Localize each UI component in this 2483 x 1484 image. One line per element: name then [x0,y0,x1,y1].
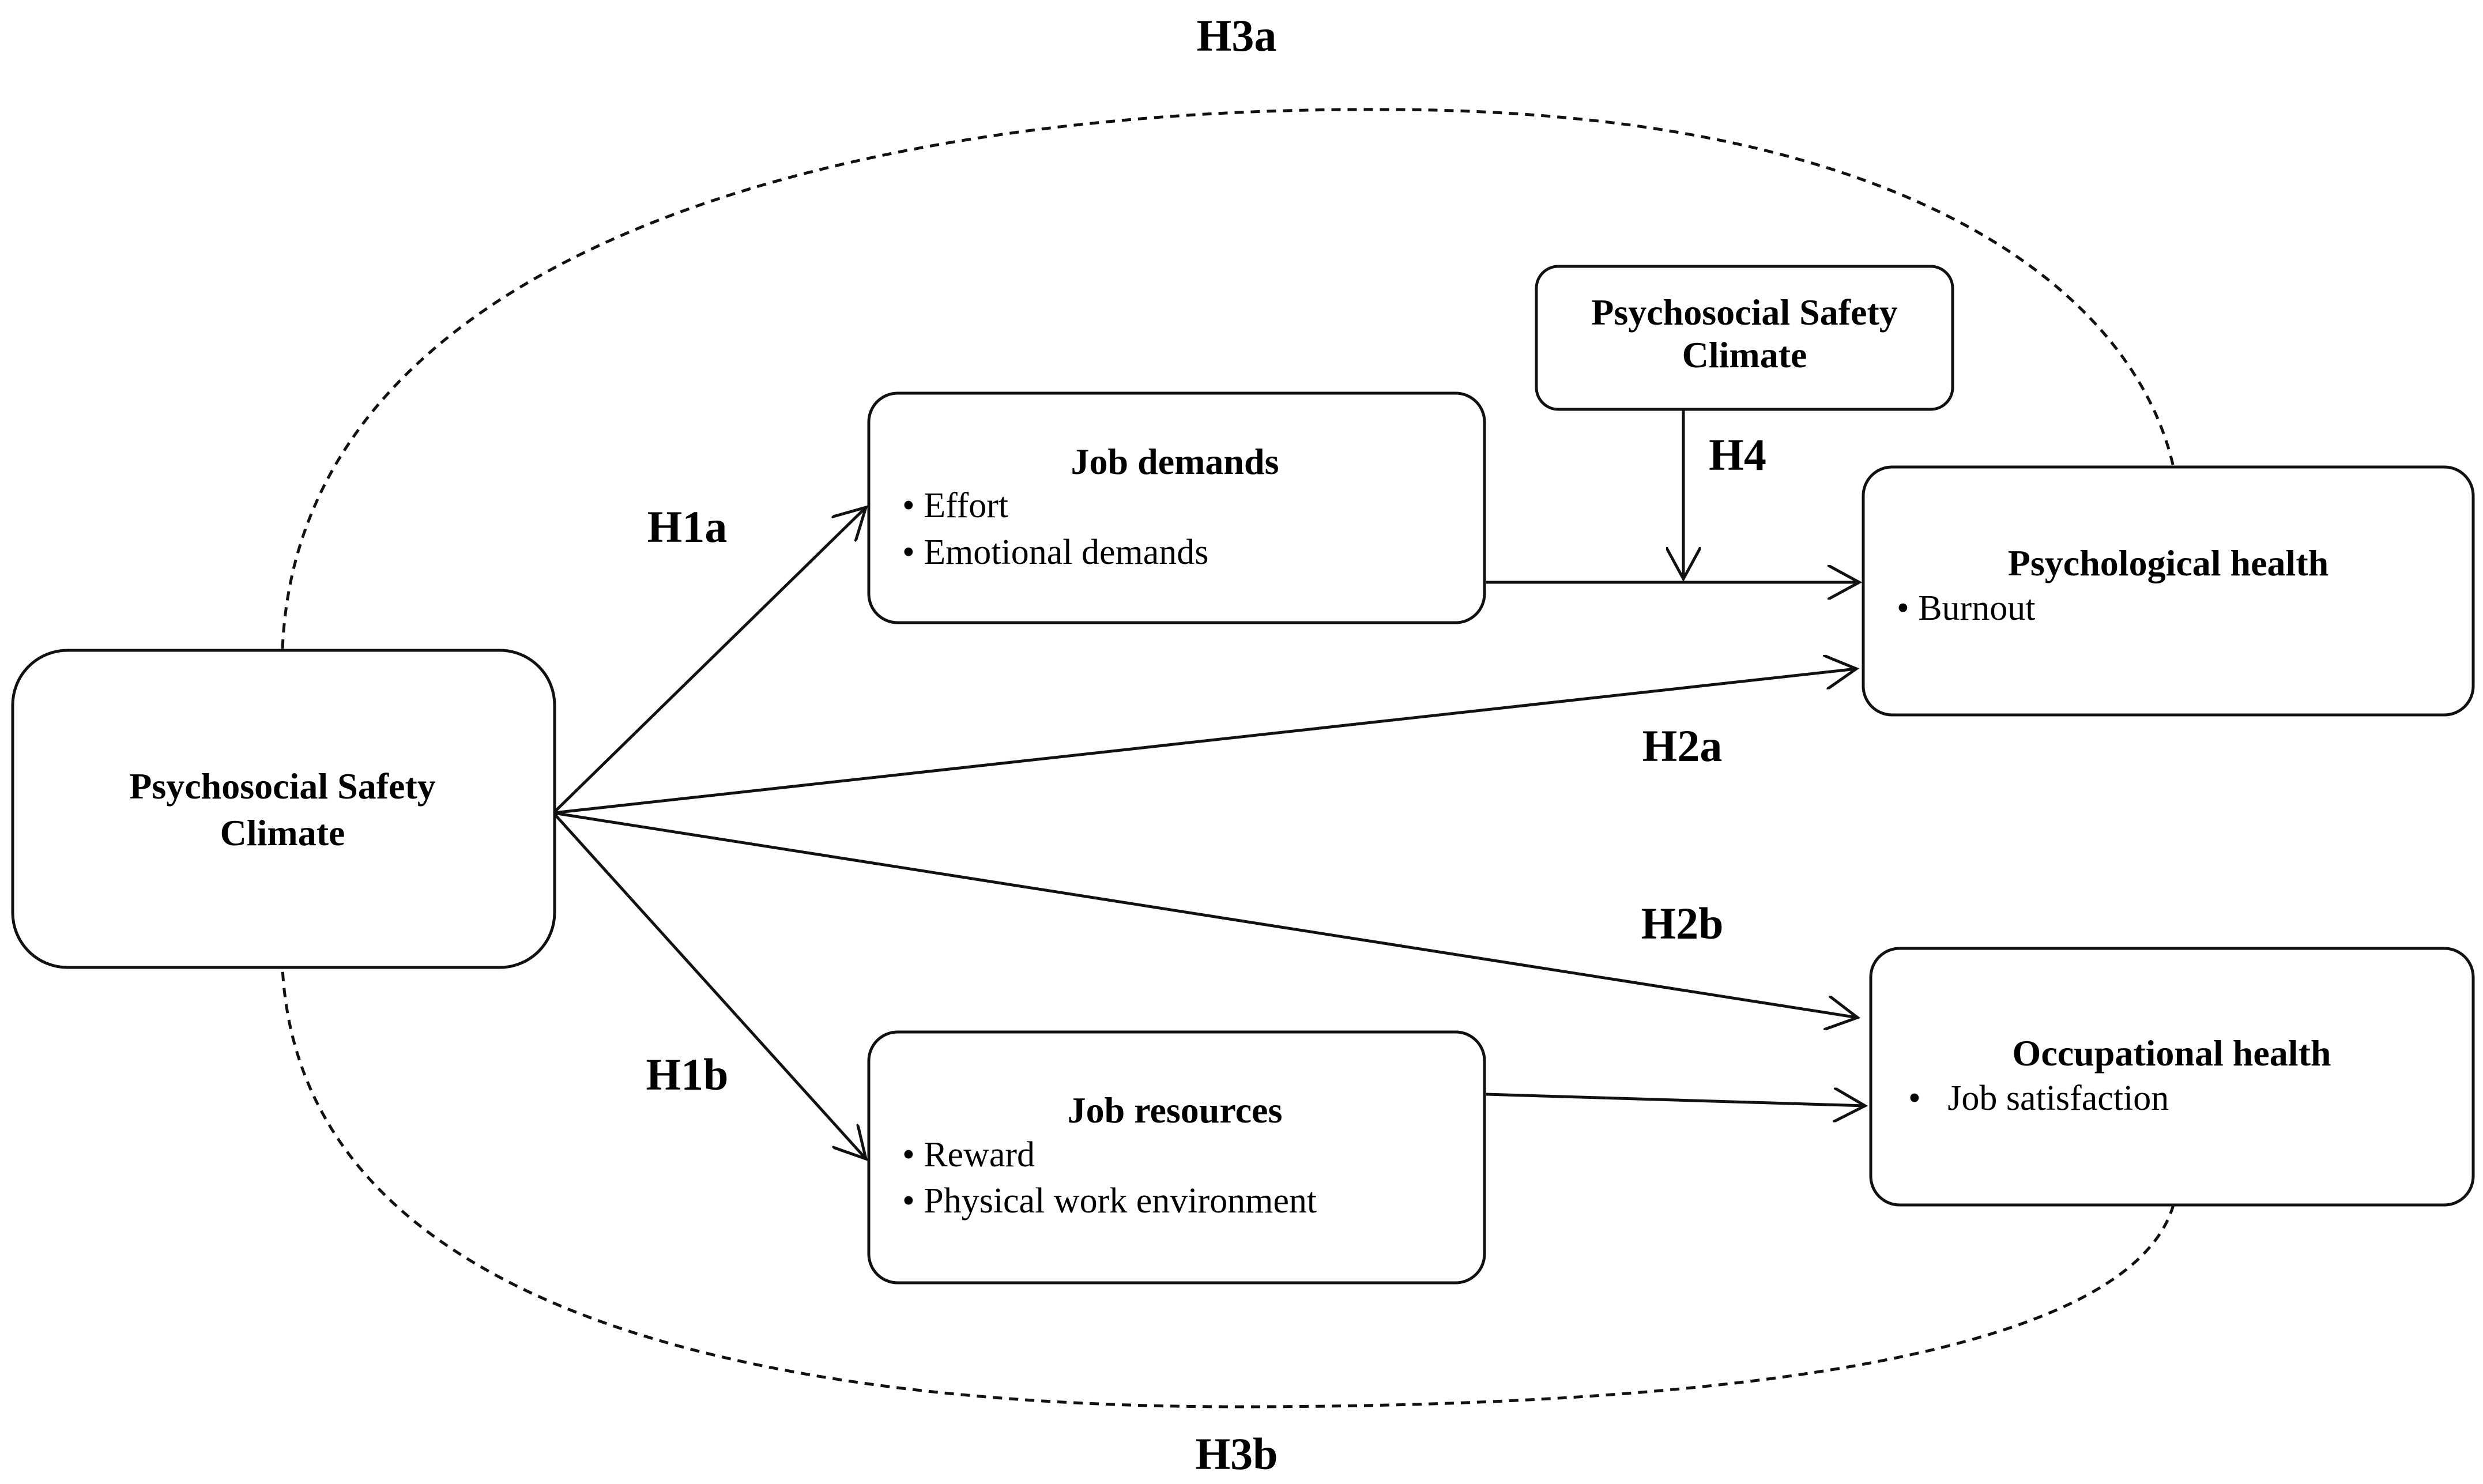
node-psc-moderator-title-2: Climate [1682,334,1807,375]
node-psychological-health: Psychological health • Burnout [1862,465,2475,717]
arrow-resources-to-occ [1486,1094,1865,1106]
label-h2a: H2a [1642,721,1723,771]
label-h3b: H3b [1195,1429,1278,1479]
node-job-demands-item-emotional: • Emotional demands [902,533,1208,572]
node-job-demands: Job demands • Effort • Emotional demands [867,391,1486,624]
node-psc-main-title-2: Climate [220,812,345,853]
arrow-h2a [553,669,1856,815]
arrow-h2b [553,811,1857,1018]
node-psychological-health-item-burnout: • Burnout [1897,589,2035,628]
arrow-h1a [552,507,866,814]
label-h4: H4 [1709,430,1766,480]
node-occupational-health: Occupational health • Job satisfaction [1869,947,2475,1207]
node-job-resources-title: Job resources [1068,1090,1283,1131]
node-psc-main: Psychosocial Safety Climate [11,649,556,969]
node-psychological-health-title: Psychological health [2008,543,2328,583]
node-job-resources: Job resources • Reward • Physical work e… [867,1030,1486,1285]
label-h1a: H1a [647,502,728,552]
node-psc-moderator-title-1: Psychosocial Safety [1591,292,1898,333]
node-job-resources-item-physical: • Physical work environment [902,1181,1317,1221]
node-occupational-health-title: Occupational health [2013,1033,2331,1074]
node-psc-main-title-1: Psychosocial Safety [129,766,436,807]
mediation-path-h3 [281,108,2175,1408]
node-psc-moderator: Psychosocial Safety Climate [1535,265,1954,411]
node-occupational-health-item-job-satisfaction: • Job satisfaction [1908,1079,2169,1118]
label-h2b: H2b [1641,898,1723,948]
node-job-demands-title: Job demands [1071,441,1279,482]
node-job-resources-item-reward: • Reward [902,1135,1035,1174]
label-h1b: H1b [646,1049,728,1099]
node-job-demands-item-effort: • Effort [902,486,1008,525]
label-h3a: H3a [1197,10,1277,61]
arrow-h1b [552,812,866,1159]
